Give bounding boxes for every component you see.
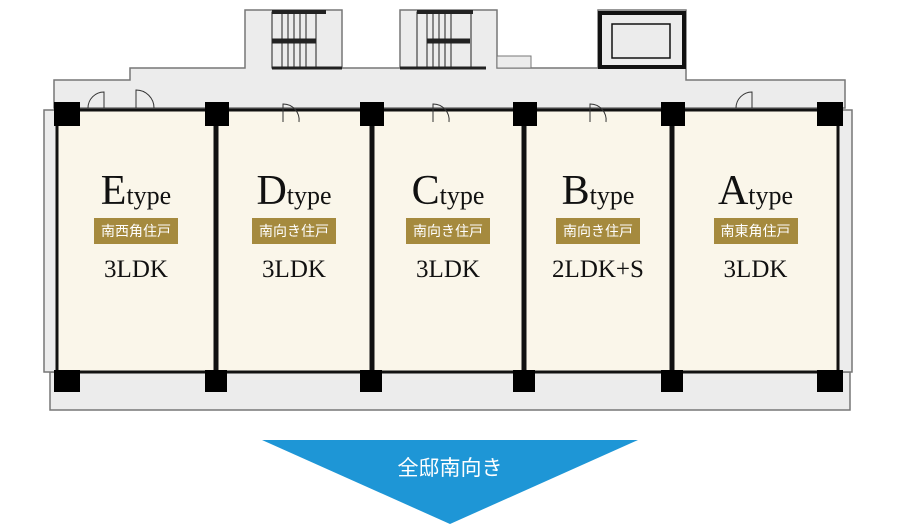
unit-letter: B <box>561 168 590 214</box>
unit-e[interactable]: Etype 南西角住戸 3LDK <box>57 170 215 284</box>
unit-suffix: type <box>439 181 485 210</box>
layout-label: 3LDK <box>262 256 326 283</box>
orientation-label: 全邸南向き <box>397 456 503 480</box>
layout-label: 3LDK <box>416 256 480 283</box>
doors <box>87 89 753 123</box>
unit-letter: E <box>100 168 127 214</box>
elevator <box>598 11 686 69</box>
layout-label: 3LDK <box>723 256 788 283</box>
unit-letter: A <box>717 168 749 214</box>
unit-suffix: type <box>589 181 635 210</box>
unit-suffix: type <box>748 181 794 210</box>
layout-label: 3LDK <box>104 256 168 283</box>
storage <box>496 55 532 69</box>
common-corridor <box>43 9 853 411</box>
orientation-badge: 南向き住戸 <box>406 218 490 244</box>
layout-label: 2LDK+S <box>552 256 644 283</box>
unit-d[interactable]: Dtype 南向き住戸 3LDK <box>217 170 371 284</box>
unit-letter: D <box>256 168 287 214</box>
unit-c[interactable]: Ctype 南向き住戸 3LDK <box>373 170 523 284</box>
unit-suffix: type <box>126 181 172 210</box>
unit-suffix: type <box>286 181 332 210</box>
orientation-badge: 南西角住戸 <box>94 218 178 244</box>
columns <box>54 102 843 392</box>
unit-b[interactable]: Btype 南向き住戸 2LDK+S <box>525 170 671 284</box>
stairwell-left <box>271 10 342 70</box>
orientation-badge: 南向き住戸 <box>556 218 640 244</box>
unit-letter: C <box>411 168 440 214</box>
south-arrow <box>262 440 638 524</box>
stairwell-right <box>400 10 486 70</box>
unit-a[interactable]: Atype 南東角住戸 3LDK <box>673 170 838 284</box>
orientation-badge: 南東角住戸 <box>713 218 798 244</box>
orientation-badge: 南向き住戸 <box>252 218 336 244</box>
